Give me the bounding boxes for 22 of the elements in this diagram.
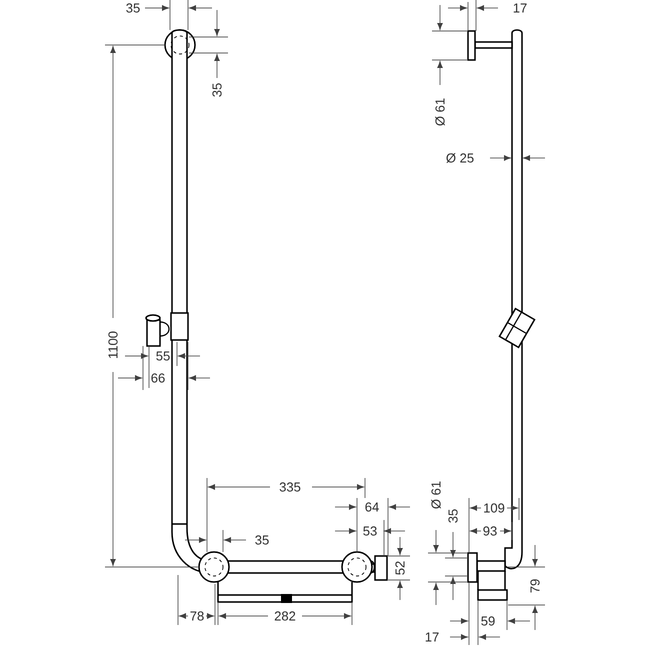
dimension-label: 17: [426, 632, 439, 642]
dimension-label: 93: [483, 526, 497, 536]
dimension-label: 53: [363, 526, 377, 536]
dimension-label: 59: [481, 616, 495, 626]
dimension-label: 282: [274, 611, 296, 621]
dimension-label: 35: [212, 83, 222, 97]
dimension-label: 35: [448, 509, 458, 523]
dimension-label: 52: [395, 561, 405, 575]
dimension-label: 35: [255, 535, 269, 545]
dimension-label: 64: [365, 502, 379, 512]
dimension-label: Ø 61: [435, 98, 445, 126]
dimension-label: 78: [190, 611, 204, 621]
dimension-label: 55: [156, 351, 170, 361]
dimension-label: 109: [484, 503, 504, 513]
dimension-label: 79: [530, 579, 540, 593]
dimension-label: 66: [151, 373, 165, 383]
dimension-label: 35: [126, 3, 140, 13]
dimension-label: Ø 25: [446, 153, 474, 163]
dimension-label: 335: [280, 482, 300, 492]
dimension-label: 1100: [108, 332, 118, 358]
dimension-label: Ø 61: [431, 482, 441, 509]
dimension-label: 17: [514, 4, 527, 12]
